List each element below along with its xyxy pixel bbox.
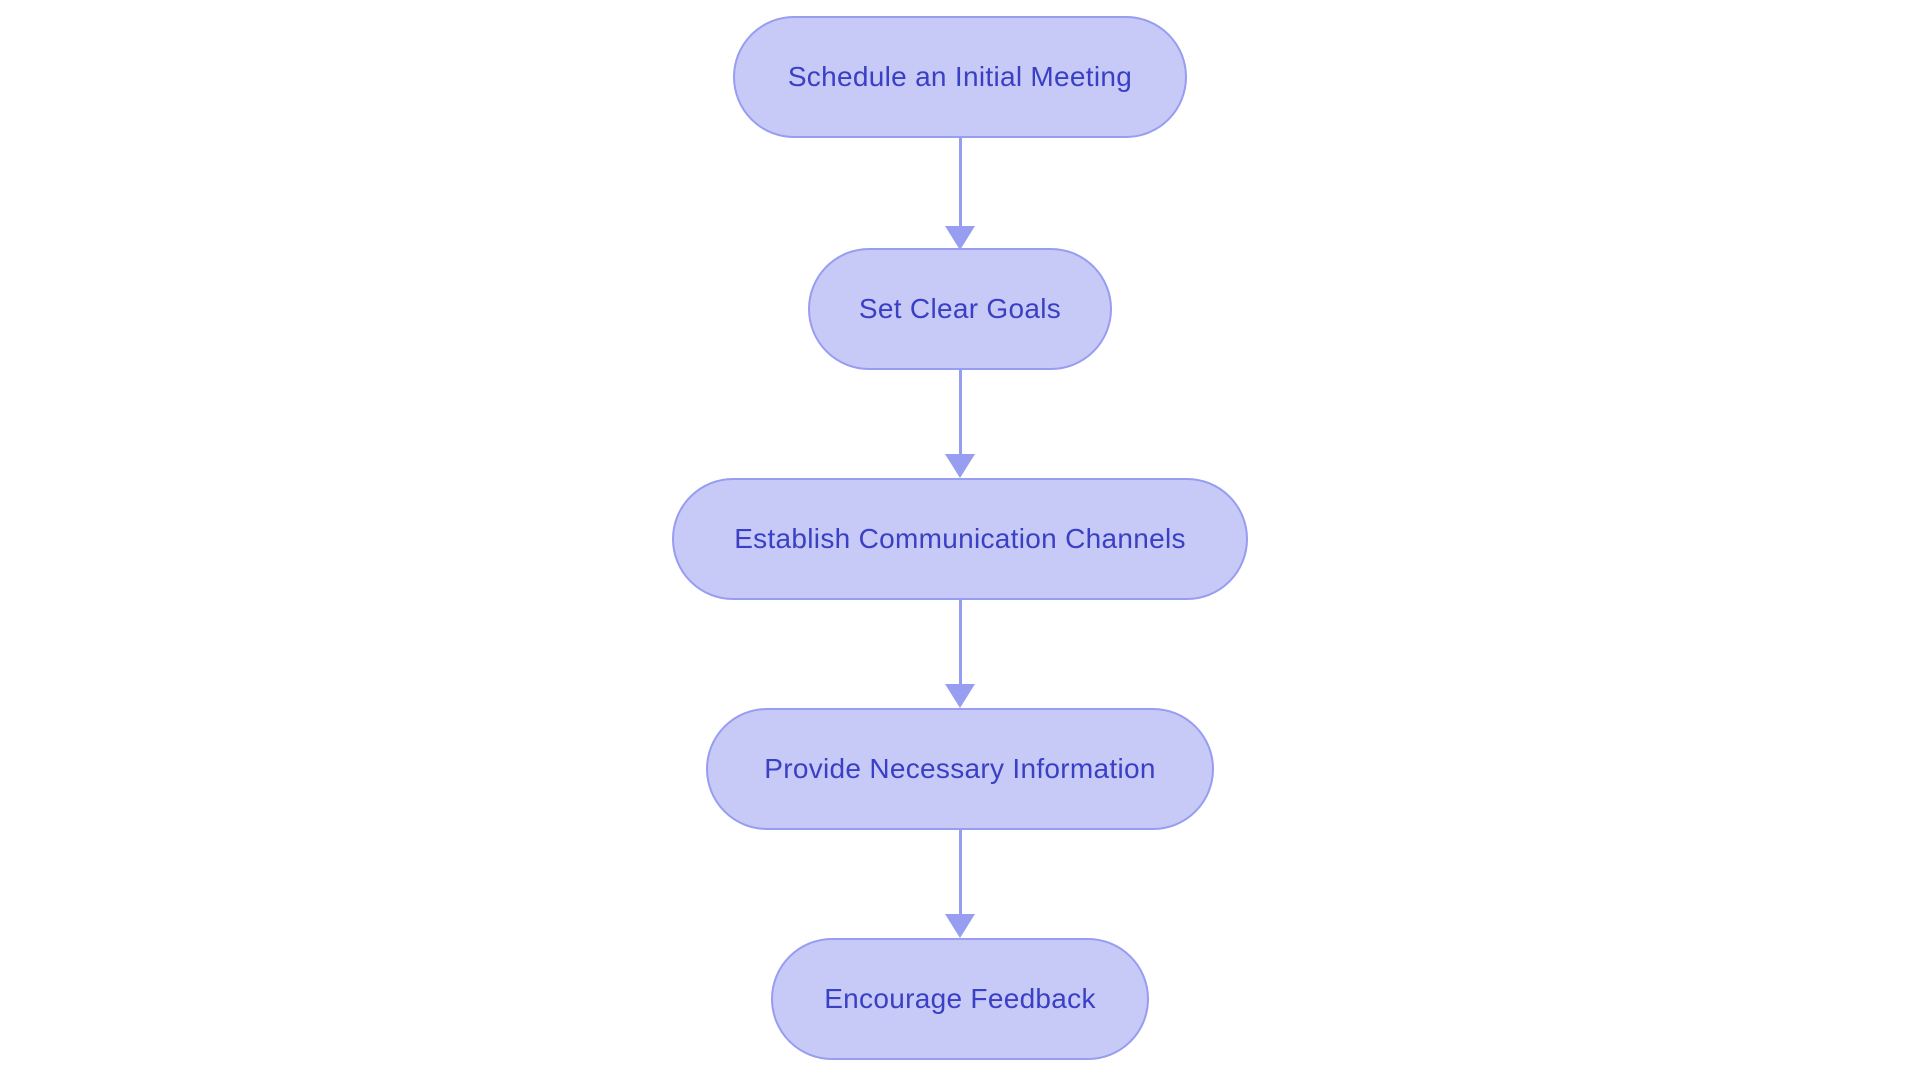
node-encourage-feedback: Encourage Feedback [771, 938, 1149, 1060]
connector-arrow-4 [945, 830, 975, 938]
node-label: Encourage Feedback [824, 983, 1096, 1014]
arrow-down-icon [945, 684, 975, 708]
arrow-line [958, 138, 962, 226]
node-provide-necessary-information: Provide Necessary Information [706, 708, 1214, 830]
connector-arrow-1 [945, 138, 975, 250]
node-label: Schedule an Initial Meeting [787, 61, 1133, 92]
node-label: Set Clear Goals [858, 293, 1062, 324]
arrow-line [958, 370, 962, 454]
node-schedule-initial-meeting: Schedule an Initial Meeting [733, 16, 1187, 138]
arrow-line [958, 600, 962, 684]
node-label: Establish Communication Channels [734, 523, 1186, 554]
connector-arrow-3 [945, 600, 975, 708]
arrow-down-icon [945, 454, 975, 478]
connector-arrow-2 [945, 370, 975, 478]
node-establish-communication-channels: Establish Communication Channels [672, 478, 1248, 600]
node-set-clear-goals: Set Clear Goals [808, 248, 1112, 370]
arrow-line [958, 830, 962, 914]
arrow-down-icon [945, 914, 975, 938]
arrow-down-icon [945, 226, 975, 250]
node-label: Provide Necessary Information [764, 753, 1156, 784]
